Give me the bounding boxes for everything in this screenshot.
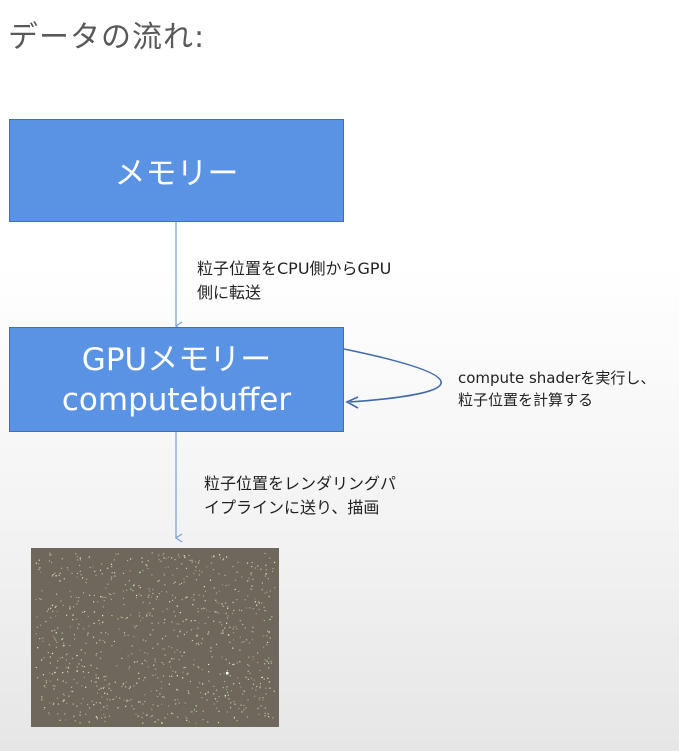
transfer-note-line2: 側に転送 (197, 283, 262, 302)
particle-render-image (31, 548, 279, 727)
compute-note: compute shaderを実行し、 粒子位置を計算する (458, 367, 655, 411)
memory-box: メモリー (9, 119, 344, 222)
loop-arrow-compute (343, 348, 442, 403)
computebuffer-label: computebuffer (61, 381, 292, 418)
compute-note-line2: 粒子位置を計算する (458, 391, 594, 409)
render-note: 粒子位置をレンダリングパ イプラインに送り、描画 (204, 472, 396, 520)
render-note-line2: イプラインに送り、描画 (204, 498, 380, 517)
gpu-memory-label: GPUメモリー (81, 341, 272, 378)
transfer-note-line1: 粒子位置をCPU側からGPU (197, 259, 392, 278)
transfer-note: 粒子位置をCPU側からGPU 側に転送 (197, 257, 391, 305)
render-note-line1: 粒子位置をレンダリングパ (204, 474, 397, 493)
compute-note-line1: compute shaderを実行し、 (458, 369, 656, 387)
gpu-memory-box: GPUメモリー computebuffer (9, 327, 344, 432)
particle-field (35, 552, 276, 725)
page-title: データの流れ: (8, 20, 206, 55)
memory-label: メモリー (114, 156, 239, 192)
loop-arrowhead (345, 396, 359, 409)
